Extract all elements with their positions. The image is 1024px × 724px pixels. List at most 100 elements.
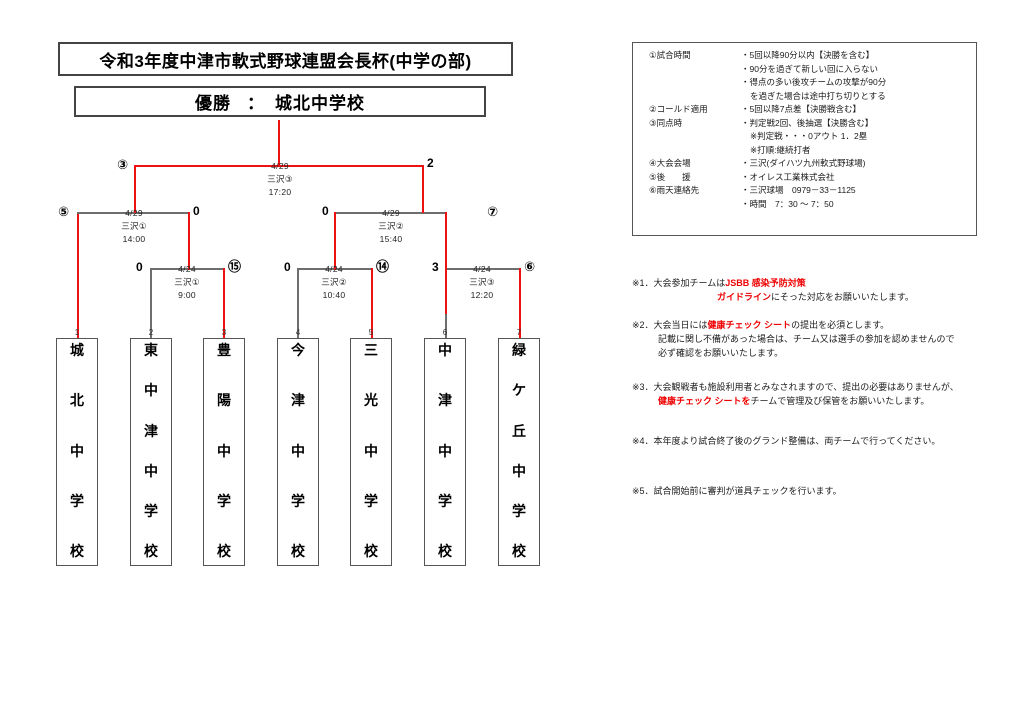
team-seed-number: 4 — [295, 328, 301, 337]
team-name-char: 中 — [144, 382, 158, 399]
rule-item: ・時間 7：30 ～ 7：50 — [741, 198, 834, 209]
rule-item: ・5回以降7点差【決勝戦含む】 — [741, 104, 861, 114]
final-left-score: ③ — [117, 157, 129, 172]
rule-items: ・三沢球場 0979－33－1125・時間 7：30 ～ 7：50 — [741, 184, 972, 211]
note-3: ※3．大会観戦者も施設利用者とみなされますので、提出の必要はありませんが、健康チ… — [632, 380, 959, 408]
rule-items: ・オイレス工業株式会社 — [741, 171, 972, 185]
team-name-char: 学 — [70, 492, 84, 509]
team-name-char: 中 — [364, 442, 378, 459]
rule-label: ⑤後 援 — [649, 171, 691, 182]
r2-m2-right-leg — [445, 212, 447, 314]
rule-item: を過ぎた場合は途中打ち切りとする — [750, 90, 886, 101]
rule-item: ・オイレス工業株式会社 — [741, 171, 835, 182]
r1-m1-right-score: ⑮ — [228, 259, 242, 274]
note-highlight-text: ガイドライン — [717, 292, 772, 302]
connector-team-7 — [519, 312, 521, 338]
r1-m2-match-info: 4/24 三沢② 10:40 — [302, 263, 366, 302]
note-text: チームで管理及び保管をお願いいたします。 — [750, 396, 930, 406]
note-line: 記載に関し不備があった場合は、チーム又は選手の参加を認めませんので — [632, 332, 954, 346]
rule-label: ④大会会場 — [649, 158, 691, 168]
final-right-score: 2 — [427, 156, 434, 170]
team-box[interactable]: 緑ケ丘中学校 — [498, 338, 540, 566]
team-box[interactable]: 中津中学校 — [424, 338, 466, 566]
r1-m3-right-leg — [519, 268, 521, 314]
rule-row: ③同点時・判定戦2回、後抽選【決勝含む】※判定戦・・・0アウト 1．2塁※打順:… — [641, 117, 972, 158]
note-line: 必ず確認をお願いいたします。 — [632, 346, 954, 360]
r1-m3-date: 4/24 — [473, 264, 491, 274]
team-box[interactable]: 城北中学校 — [56, 338, 98, 566]
r1-m1-right-leg — [223, 268, 225, 314]
team-name-char: 校 — [144, 543, 158, 560]
connector-team-6 — [445, 312, 447, 338]
rule-items: ・判定戦2回、後抽選【決勝含む】※判定戦・・・0アウト 1．2塁※打順:継続打者 — [741, 117, 972, 158]
note-line: 健康チェック シートをチームで管理及び保管をお願いいたします。 — [632, 394, 959, 408]
rule-row: ④大会会場 ・三沢(ダイハツ九州軟式野球場) — [641, 157, 972, 171]
connector-team-4 — [297, 312, 299, 338]
team-name-char: 中 — [438, 442, 452, 459]
r1-m1-left-score: 0 — [136, 260, 143, 274]
team-name-char: 緑 — [512, 342, 526, 358]
team-box[interactable]: 豊陽中学校 — [203, 338, 245, 566]
champion-label: 優勝 — [195, 94, 231, 113]
team-name-char: 丘 — [512, 422, 526, 439]
rule-items: ・5回以降90分以内【決勝を含む】・90分を過ぎて新しい回に入らない・得点の多い… — [741, 49, 972, 103]
r1-m3-left-score: 3 — [432, 260, 439, 274]
r1-m3-time: 12:20 — [470, 290, 494, 300]
rule-item: ・三沢(ダイハツ九州軟式野球場) — [741, 158, 866, 168]
rule-row: ②コールド適用・5回以降7点差【決勝戦含む】 — [641, 103, 972, 117]
team-name-char: 中 — [438, 342, 452, 358]
team-name-char: 中 — [70, 442, 84, 459]
team-seed-number: 3 — [221, 328, 227, 337]
note-text: 記載に関し不備があった場合は、チーム又は選手の参加を認めませんので — [658, 334, 955, 344]
r1-m2-time: 10:40 — [322, 290, 346, 300]
rule-items: ・5回以降7点差【決勝戦含む】 — [741, 103, 972, 117]
note-text: ※2．大会当日には — [632, 320, 708, 330]
team-seed-number: 1 — [74, 328, 80, 337]
note-highlight-text: JSBB 感染予防対策 — [725, 278, 806, 288]
r1-m1-left-leg — [150, 268, 152, 314]
r2-m2-date: 4/29 — [382, 208, 400, 218]
rule-item: ※判定戦・・・0アウト 1．2塁 — [750, 131, 868, 141]
team-name-char: 校 — [512, 543, 526, 560]
r1-m1-date: 4/24 — [178, 264, 196, 274]
team-seed-number: 7 — [516, 328, 522, 337]
note-text: にそった対応をお願いいたします。 — [771, 292, 914, 302]
champion-banner: 優勝 ： 城北中学校 — [74, 86, 486, 117]
connector-team-3 — [223, 312, 225, 338]
team-name-char: 校 — [438, 543, 452, 560]
team-name-char: 校 — [364, 543, 378, 560]
team-name-char: ケ — [512, 382, 526, 399]
team-box[interactable]: 三光中学校 — [350, 338, 392, 566]
team-name-char: 校 — [291, 543, 305, 560]
champion-separator: ： — [247, 94, 265, 113]
note-text: ※3．大会観戦者も施設利用者とみなされますので、提出の必要はありませんが、 — [632, 382, 959, 392]
r1-m2-left-leg — [297, 268, 299, 314]
r2-m1-date: 4/29 — [125, 208, 143, 218]
champion-riser — [278, 120, 280, 166]
team-name-char: 校 — [70, 543, 84, 560]
team-name-char: 学 — [512, 503, 526, 519]
team-name-char: 学 — [364, 492, 378, 509]
rules-box: ①試合時間・5回以降90分以内【決勝を含む】・90分を過ぎて新しい回に入らない・… — [632, 42, 977, 236]
r2-m2-venue: 三沢② — [378, 221, 404, 231]
rule-row: ①試合時間・5回以降90分以内【決勝を含む】・90分を過ぎて新しい回に入らない・… — [641, 49, 972, 103]
note-1: ※1．大会参加チームはJSBB 感染予防対策ガイドラインにそった対応をお願いいた… — [632, 276, 914, 304]
final-date: 4/29 — [271, 161, 289, 171]
r2-m2-left-leg — [334, 212, 336, 270]
note-line: ※2．大会当日には健康チェック シートの提出を必須とします。 — [632, 318, 954, 332]
team-name-char: 今 — [291, 342, 305, 358]
team-box[interactable]: 東中津中学校 — [130, 338, 172, 566]
note-text: ※1．大会参加チームは — [632, 278, 726, 288]
connector-team-2 — [150, 312, 152, 338]
final-left-leg — [134, 165, 136, 213]
rule-row: ⑤後 援 ・オイレス工業株式会社 — [641, 171, 972, 185]
r2-m1-time: 14:00 — [122, 234, 146, 244]
r1-m3-venue: 三沢③ — [469, 277, 495, 287]
r1-m2-right-score: ⑭ — [376, 259, 390, 274]
team-box[interactable]: 今津中学校 — [277, 338, 319, 566]
team-name-char: 城 — [70, 342, 84, 358]
note-2: ※2．大会当日には健康チェック シートの提出を必須とします。記載に関し不備があっ… — [632, 318, 954, 360]
note-highlight-text: 健康チェック シートを — [658, 396, 751, 406]
rule-item: ※打順:継続打者 — [750, 144, 811, 155]
